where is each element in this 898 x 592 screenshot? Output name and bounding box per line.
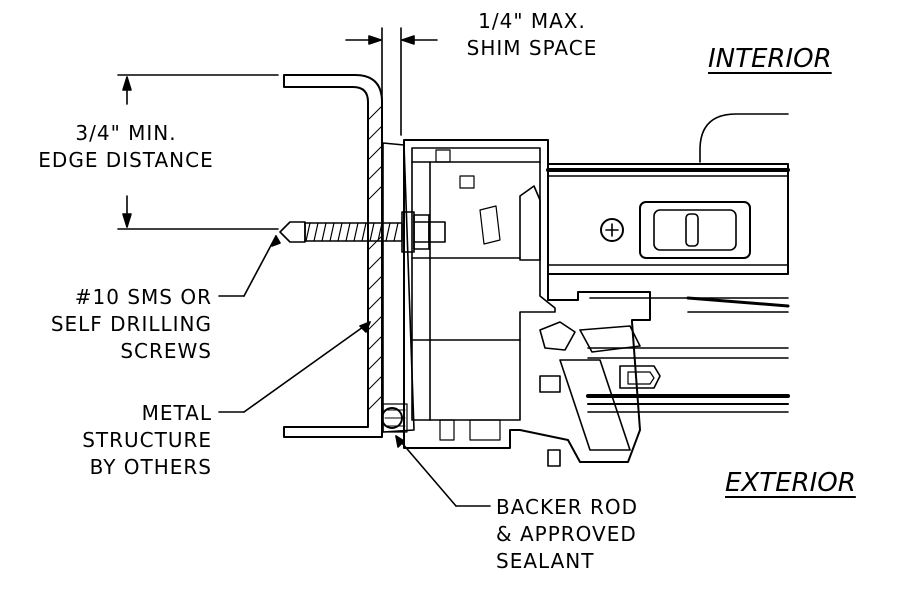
shim-space-dimension <box>345 27 438 136</box>
exterior-label: EXTERIOR <box>725 468 856 498</box>
backer-rod-sealant <box>381 403 408 433</box>
window-frame-extrusion <box>403 139 651 467</box>
shim-wedge <box>382 142 415 433</box>
metal-structure-label: METAL STRUCTURE BY OTHERS <box>82 401 212 479</box>
glazing-unit-upper <box>546 163 790 313</box>
leader-lines <box>218 113 789 507</box>
backer-rod-label: BACKER ROD & APPROVED SEALANT <box>496 495 639 573</box>
edge-distance-label: 3/4" MIN. EDGE DISTANCE <box>38 121 214 172</box>
metal-structure <box>283 74 383 438</box>
glazing-unit-lower <box>586 347 790 413</box>
self-drilling-screw <box>279 211 446 253</box>
edge-distance-dimension <box>117 74 279 230</box>
interior-label: INTERIOR <box>708 44 832 74</box>
metal-structure-hatch <box>367 105 383 411</box>
screws-label: #10 SMS OR SELF DRILLING SCREWS <box>50 285 212 363</box>
shim-space-label: 1/4" MAX. SHIM SPACE <box>466 9 598 60</box>
